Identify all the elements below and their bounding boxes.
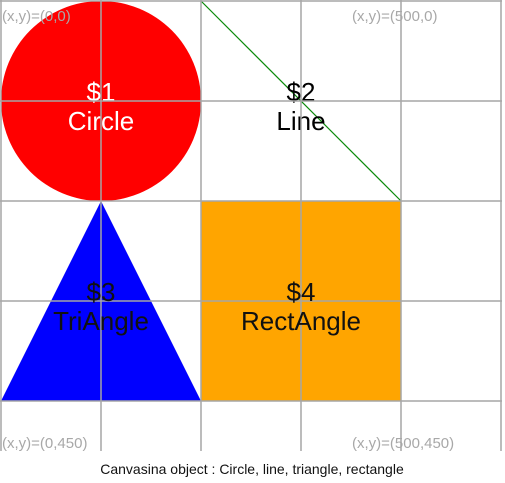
coord-top-left-label: (x,y)=(0,0)	[2, 8, 71, 25]
caption: Canvasina object : Circle, line, triangl…	[100, 461, 404, 477]
triangle-index-label: $3	[87, 277, 116, 307]
rectangle-name-label: RectAngle	[241, 306, 361, 336]
coord-bottom-left-label: (x,y)=(0,450)	[2, 435, 87, 452]
coord-bottom-right-label: (x,y)=(500,450)	[352, 435, 454, 452]
rectangle-index-label: $4	[287, 277, 316, 307]
coord-top-right-label: (x,y)=(500,0)	[352, 8, 437, 25]
triangle-name-label: TriAngle	[53, 306, 149, 336]
grid-overlay	[0, 0, 502, 451]
